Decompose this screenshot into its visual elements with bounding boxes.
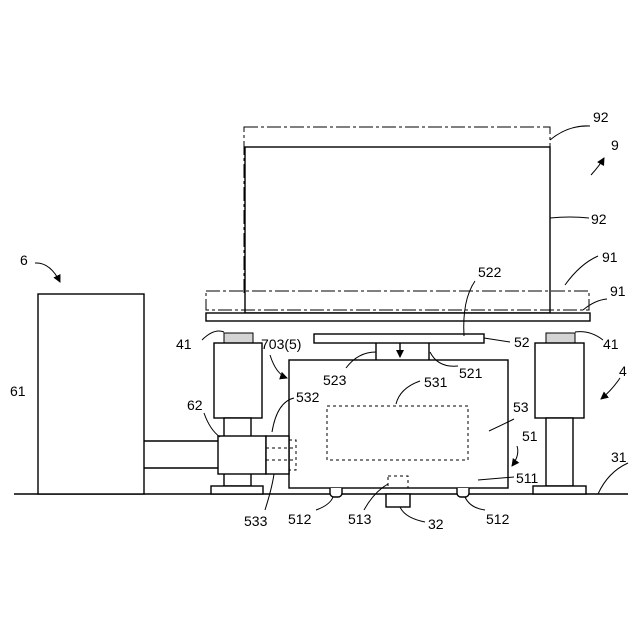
arm-62 xyxy=(144,441,218,468)
label-512-right: 512 xyxy=(486,511,510,527)
label-511: 511 xyxy=(516,470,539,486)
label-32: 32 xyxy=(428,516,444,532)
label-6: 6 xyxy=(20,252,28,268)
label-61: 61 xyxy=(10,383,26,399)
label-91-a: 91 xyxy=(602,249,618,265)
label-512-left: 512 xyxy=(288,511,312,527)
label-53: 53 xyxy=(513,399,529,415)
label-62: 62 xyxy=(187,397,203,413)
label-522: 522 xyxy=(478,264,502,280)
label-51: 51 xyxy=(522,428,538,444)
wheel-512-left xyxy=(330,488,342,497)
label-523: 523 xyxy=(323,372,347,388)
label-4: 4 xyxy=(619,363,627,379)
label-703: 703(5) xyxy=(261,336,301,352)
floor-block-32 xyxy=(386,494,410,507)
label-91-b: 91 xyxy=(610,283,626,299)
connector-533 xyxy=(218,436,296,474)
label-31: 31 xyxy=(611,449,627,465)
wheel-512-right xyxy=(457,488,469,497)
right-pad-41 xyxy=(546,333,575,343)
left-pad-41 xyxy=(224,333,253,343)
label-513: 513 xyxy=(348,511,372,527)
label-521: 521 xyxy=(459,365,483,381)
label-531: 531 xyxy=(424,374,448,390)
unit-61-body xyxy=(38,294,144,494)
label-533: 533 xyxy=(244,513,268,529)
label-92-top: 92 xyxy=(593,109,609,125)
label-41-left: 41 xyxy=(176,336,192,352)
sensor-bar-52 xyxy=(314,334,484,343)
label-532: 532 xyxy=(296,389,320,405)
label-52: 52 xyxy=(514,334,530,350)
label-9: 9 xyxy=(611,137,619,153)
plate-91 xyxy=(206,313,590,321)
label-92-mid: 92 xyxy=(591,211,607,227)
label-41-right: 41 xyxy=(603,336,619,352)
object-92-body xyxy=(245,147,550,313)
right-lift-column xyxy=(533,333,586,494)
